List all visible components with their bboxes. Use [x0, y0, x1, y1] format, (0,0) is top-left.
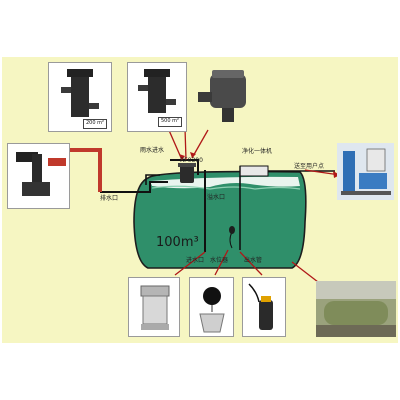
installation-icon — [316, 281, 396, 337]
filter-housing-icon — [198, 70, 246, 122]
pump-station-photo — [337, 143, 394, 200]
inlet-valve-photo — [7, 143, 70, 209]
label-rain-inlet: 雨水进水 — [140, 147, 165, 154]
filter-badge-2: 500 m² — [158, 117, 183, 127]
float-ball-icon — [199, 287, 225, 333]
filter-badge-1: 200 m² — [83, 119, 108, 129]
label-level-sensor: 水位器 — [210, 257, 229, 264]
filter-icon — [61, 69, 99, 117]
strainer-photo — [128, 277, 180, 337]
filter-icon — [138, 69, 176, 113]
drain-pipe — [100, 181, 168, 193]
filter-photo-2: 500 m² — [127, 62, 187, 132]
filter-photo-1: 200 m² — [48, 62, 112, 132]
label-inlet-float: 进水口 — [186, 257, 205, 264]
water-tank — [133, 170, 307, 269]
callout-arrows — [76, 127, 341, 283]
overflow-pipe — [145, 174, 160, 185]
filter-photo-3 — [196, 64, 260, 130]
water-surface — [151, 185, 301, 190]
purifier-unit — [239, 165, 269, 177]
label-filter-model: RF0300 — [180, 157, 203, 164]
label-overflow: 溢水口 — [207, 194, 226, 201]
submersible-pump-photo — [242, 277, 286, 337]
filter-unit — [180, 165, 194, 183]
submersible-pump-icon — [248, 283, 273, 330]
valve-icon — [16, 152, 66, 196]
strainer-icon — [140, 285, 170, 330]
tank-volume-label: 100m³ — [156, 235, 199, 250]
float-ball-photo — [189, 277, 234, 337]
label-pump-outlet: 出水管 — [244, 257, 263, 264]
label-pipe-right: 送至用户点 — [294, 163, 325, 170]
rain-inlet-pipe — [170, 159, 199, 175]
red-inlet-pipe — [70, 148, 102, 192]
label-pump-unit: 净化一体机 — [242, 148, 273, 155]
tank-installation-photo — [316, 281, 396, 337]
pump-icon — [337, 143, 394, 200]
label-drain: 排水口 — [100, 195, 119, 202]
